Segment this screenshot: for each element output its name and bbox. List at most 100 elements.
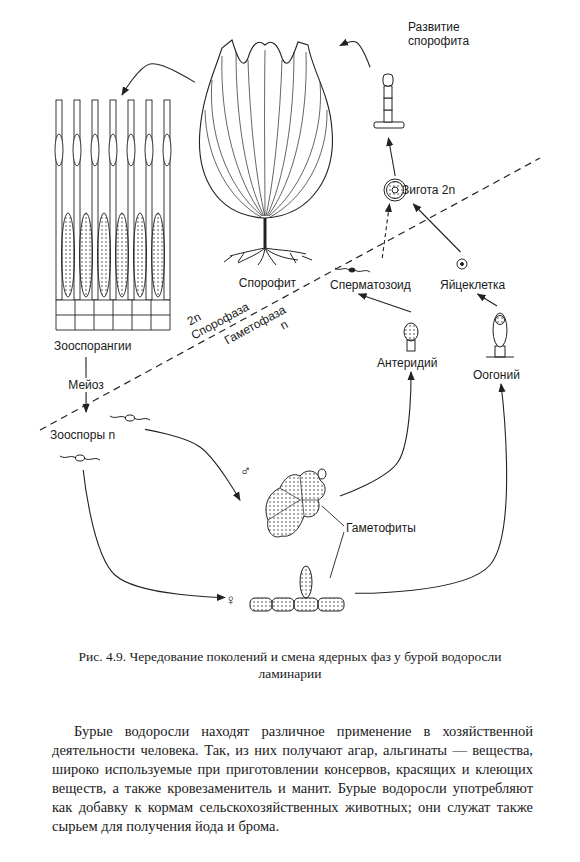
gametophyte-filament	[374, 122, 404, 128]
filament-cell	[272, 598, 294, 611]
zygote-nucleus	[392, 187, 398, 193]
egg-nucleus	[461, 263, 464, 266]
stage-label: Яйцеклетка	[440, 278, 520, 292]
stalk-cell	[495, 346, 505, 357]
cell	[383, 74, 393, 86]
filament	[486, 357, 514, 358]
stage-label: Антеридий	[377, 356, 455, 370]
paraphysis	[164, 100, 170, 300]
life-cycle-arrow	[83, 470, 225, 598]
stage-label: Развитие спорофита	[408, 20, 482, 48]
oogonium: Оогоний	[465, 306, 545, 384]
filament-cell	[318, 598, 344, 611]
zoosporangium	[62, 213, 75, 297]
zoospore	[126, 415, 135, 421]
zoospores: Зооспоры n	[50, 412, 145, 470]
process-label: Мейоз	[66, 378, 106, 392]
egg-drawing	[457, 259, 467, 269]
life-cycle-arrow	[359, 294, 412, 312]
antheridium: Антеридий	[375, 312, 455, 372]
antheridium-drawing	[404, 323, 418, 351]
zoosporangia-drawing	[55, 100, 171, 330]
body-text: Бурые водоросли находят различное примен…	[52, 722, 533, 836]
life-cycle-arrow	[145, 429, 240, 500]
paraphysis-tip	[163, 134, 171, 166]
life-cycle-arrow	[388, 138, 395, 176]
zygote: Зигота 2n	[380, 176, 475, 204]
sporophyte-stipe	[264, 218, 267, 248]
life-cycle-arrow	[355, 384, 507, 593]
filament-cell	[250, 598, 272, 611]
figure-caption: Рис. 4.9. Чередование поколений и смена …	[55, 648, 525, 682]
paraphysis	[92, 100, 98, 300]
young-sporophyte-drawing	[374, 74, 404, 128]
gametophyte-body	[266, 471, 325, 537]
sporophyte-stripes	[205, 50, 327, 217]
paraphysis-tip	[109, 134, 117, 166]
bracket-label: Гаметофиты	[346, 521, 416, 535]
paraphysis-tip	[127, 134, 135, 166]
zoosporangium	[116, 213, 129, 297]
life-cycle-arrow	[340, 372, 411, 496]
paraphysis	[128, 100, 134, 300]
sporophyte-drawing	[199, 40, 332, 265]
antheridium-bud	[318, 469, 326, 479]
male-gametophyte: ♂	[240, 462, 340, 547]
zoosporangium	[98, 213, 111, 297]
sporophyte-blade	[199, 40, 332, 218]
male-gametophyte-drawing	[266, 469, 326, 537]
spermatozoid: Сперматозоид	[330, 258, 425, 294]
zoosporangia: Зооспорангии	[50, 95, 170, 357]
stage-label: Зооспоры n	[50, 428, 145, 442]
life-cycle-arrow	[413, 204, 460, 252]
paraphysis	[74, 100, 80, 300]
flagella	[60, 456, 100, 460]
cell	[384, 86, 392, 98]
stage-label: Спорофит	[195, 276, 340, 290]
paraphysis-tip	[91, 134, 99, 166]
stage-label: ♂	[240, 462, 270, 480]
flagella	[110, 416, 150, 420]
life-cycle-arrow	[478, 294, 498, 306]
life-cycle-arrow	[340, 42, 370, 68]
stage-label: Сперматозоид	[330, 278, 425, 292]
sporophyte-development: Развитие спорофита	[370, 20, 485, 138]
female-gametophyte: ♀	[225, 555, 355, 640]
phase-label: n	[277, 317, 290, 332]
zoospore	[76, 455, 85, 461]
paraphysis	[146, 100, 152, 300]
oogonium-drawing	[486, 313, 514, 357]
basal-cells	[56, 300, 170, 330]
paraphysis-tip	[73, 134, 81, 166]
zygote-cytoplasm	[387, 182, 404, 199]
sporophyte: Спорофит	[195, 30, 340, 292]
stage-label: Зооспорангии	[54, 339, 170, 353]
life-cycle-arrow	[122, 64, 195, 95]
life-cycle-arrow	[382, 204, 389, 258]
filament-cell	[294, 598, 318, 611]
stage-label: Оогоний	[473, 368, 545, 382]
egg-cell	[457, 259, 467, 269]
zoosporangium	[152, 213, 165, 297]
egg-inside	[496, 316, 505, 325]
sperm-body	[349, 268, 355, 272]
paraphysis-tip	[145, 134, 153, 166]
stalk-cell	[407, 340, 415, 351]
oogonium-cell	[493, 313, 507, 347]
paraphysis	[56, 100, 62, 300]
cell	[384, 98, 392, 110]
cell	[384, 110, 392, 122]
zoosporangium	[80, 213, 93, 297]
stage-label: Зигота 2n	[402, 183, 475, 197]
oogonium-bud	[300, 566, 312, 598]
stage-label: ♀	[225, 591, 255, 609]
leader-line	[322, 506, 344, 578]
zoosporangium	[134, 213, 147, 297]
flagella	[335, 268, 370, 272]
paraphysis-tip	[55, 134, 63, 166]
antheridium-cell	[404, 323, 418, 341]
holdfast	[224, 248, 312, 265]
spermatozoid-drawing	[335, 268, 370, 272]
